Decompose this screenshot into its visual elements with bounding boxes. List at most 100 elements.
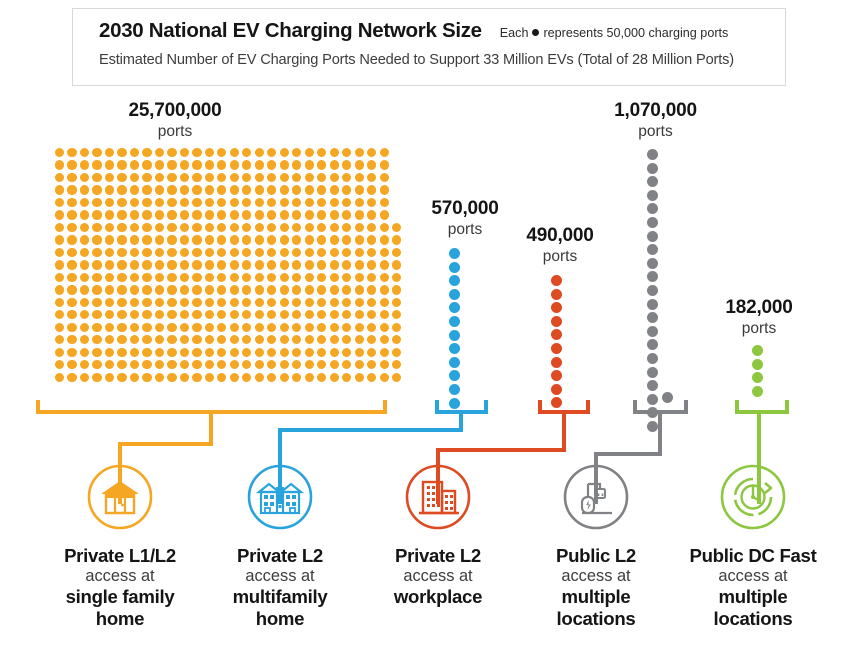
port-dot <box>229 310 239 320</box>
port-dot <box>367 197 377 208</box>
port-dot <box>242 360 252 370</box>
port-dot <box>104 285 115 295</box>
port-dot <box>647 216 658 228</box>
dot-row <box>55 172 405 183</box>
port-dot <box>367 247 377 258</box>
port-dot <box>392 322 402 332</box>
value-number: 490,000 <box>526 225 594 246</box>
port-dot <box>229 335 239 345</box>
port-dot <box>329 260 339 270</box>
multifamily-home-icon[interactable] <box>246 463 314 531</box>
port-dot <box>449 275 460 287</box>
port-dot <box>104 260 115 270</box>
port-dot <box>304 360 314 370</box>
port-dot <box>67 160 77 170</box>
dot-row <box>55 335 405 345</box>
port-dot <box>55 260 65 270</box>
port-dot <box>55 272 65 283</box>
port-dot <box>67 235 77 245</box>
port-dot <box>142 372 152 382</box>
port-dot <box>92 247 102 258</box>
port-dot <box>379 372 389 382</box>
port-dot <box>67 247 77 258</box>
dot-extra-public-l2 <box>662 392 673 403</box>
port-dot <box>379 185 389 195</box>
port-dot <box>117 210 127 220</box>
port-dot <box>229 260 239 270</box>
port-dot <box>647 393 658 405</box>
port-dot <box>179 260 190 270</box>
port-dot <box>167 310 177 320</box>
port-dot <box>304 247 314 258</box>
port-dot <box>142 235 152 245</box>
port-dot <box>142 172 152 183</box>
port-dot <box>204 210 214 220</box>
port-dot <box>551 302 562 314</box>
port-dot <box>354 297 364 307</box>
port-dot <box>67 360 77 370</box>
port-dot <box>55 347 65 357</box>
port-dot <box>104 360 115 370</box>
port-dot <box>167 285 177 295</box>
port-dot <box>342 335 352 345</box>
port-dot <box>647 203 658 215</box>
port-dot <box>279 297 289 307</box>
port-dot <box>449 248 460 259</box>
single-family-home-icon[interactable] <box>86 463 154 531</box>
port-dot <box>647 380 658 392</box>
port-dot <box>67 260 77 270</box>
port-dot <box>154 197 165 208</box>
port-dot <box>304 235 314 245</box>
port-dot <box>67 310 77 320</box>
port-dot <box>242 335 252 345</box>
port-dot <box>142 210 152 220</box>
charging-station-icon[interactable] <box>562 463 630 531</box>
port-dot <box>292 372 302 382</box>
port-dot <box>379 197 389 208</box>
dot-column-private-l2-workplace <box>551 275 562 411</box>
port-dot <box>192 360 202 370</box>
port-dot <box>55 297 65 307</box>
office-building-icon[interactable] <box>404 463 472 531</box>
port-dot <box>329 172 339 183</box>
port-dot <box>392 235 402 245</box>
port-dot <box>254 247 264 258</box>
port-dot <box>167 197 177 208</box>
port-dot <box>217 310 227 320</box>
port-dot <box>647 257 658 269</box>
dot-row <box>55 160 405 170</box>
port-dot <box>79 185 90 195</box>
port-dot <box>104 347 115 357</box>
dot-column-private-l2-multifamily <box>449 248 460 411</box>
port-dot <box>92 335 102 345</box>
port-dot <box>329 285 339 295</box>
port-dot <box>229 197 239 208</box>
fast-clock-icon[interactable] <box>719 463 787 531</box>
port-dot <box>367 260 377 270</box>
bracket-connector-layer <box>36 400 789 504</box>
caption-line-2: access at <box>245 566 315 585</box>
port-dot <box>229 347 239 357</box>
port-dot <box>229 322 239 332</box>
port-dot <box>392 360 402 370</box>
port-dot <box>217 210 227 220</box>
port-dot <box>279 172 289 183</box>
port-dot <box>304 347 314 357</box>
port-dot <box>329 297 339 307</box>
port-dot <box>67 297 77 307</box>
port-dot <box>167 235 177 245</box>
port-dot <box>129 297 140 307</box>
port-dot <box>317 197 327 208</box>
port-dot <box>254 172 264 183</box>
port-dot <box>267 222 277 233</box>
port-dot <box>279 335 289 345</box>
port-dot <box>79 297 90 307</box>
port-dot <box>329 372 339 382</box>
port-dot <box>279 360 289 370</box>
port-dot <box>379 210 389 220</box>
port-dot <box>167 335 177 345</box>
port-dot <box>217 260 227 270</box>
port-dot <box>647 176 658 188</box>
port-dot <box>342 172 352 183</box>
port-dot <box>142 185 152 195</box>
